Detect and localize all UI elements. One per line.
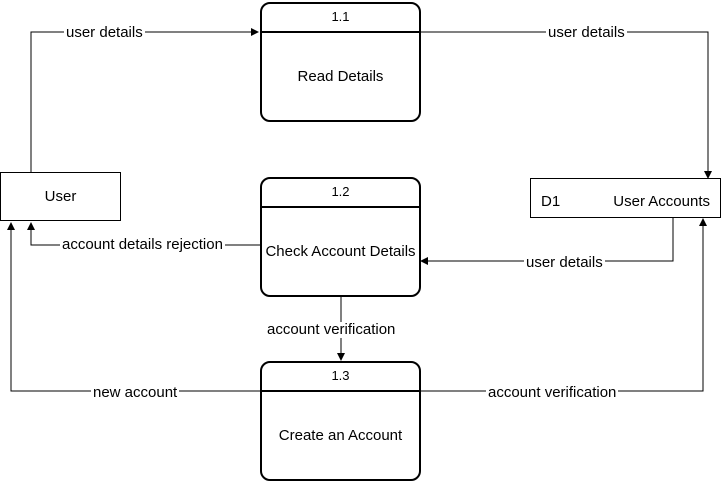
datastore-name: User Accounts [613,193,710,210]
flow-user-to-read-line [30,28,259,172]
flow-label-create-to-user: new account [91,384,180,401]
process-create-account[interactable]: 1.3 Create an Account [260,361,421,481]
process-name: Create an Account [278,427,403,444]
user-accounts-datastore[interactable]: D1 User Accounts [530,178,721,218]
flow-label-store-to-check: user details [524,254,605,271]
flow-label-user-to-read: user details [64,24,145,41]
process-check-account-details[interactable]: 1.2 Check Account Details [260,177,421,297]
flow-label-check-to-create: account verification [265,321,398,338]
flow-read-to-store-line [420,31,712,179]
flow-label-check-to-user: account details rejection [60,236,225,253]
flow-create-to-store-line [420,218,707,392]
flow-label-create-to-store: account verification [486,384,619,401]
flow-store-to-check-line [420,217,674,265]
process-name: Read Details [297,68,384,85]
process-id: 1.3 [262,363,419,392]
user-entity[interactable]: User [0,172,121,221]
process-read-details[interactable]: 1.1 Read Details [260,2,421,122]
flow-label-read-to-store: user details [546,24,627,41]
datastore-id: D1 [541,193,561,210]
user-entity-label: User [44,188,77,205]
process-id: 1.1 [262,4,419,33]
process-name: Check Account Details [265,243,416,260]
process-id: 1.2 [262,179,419,208]
